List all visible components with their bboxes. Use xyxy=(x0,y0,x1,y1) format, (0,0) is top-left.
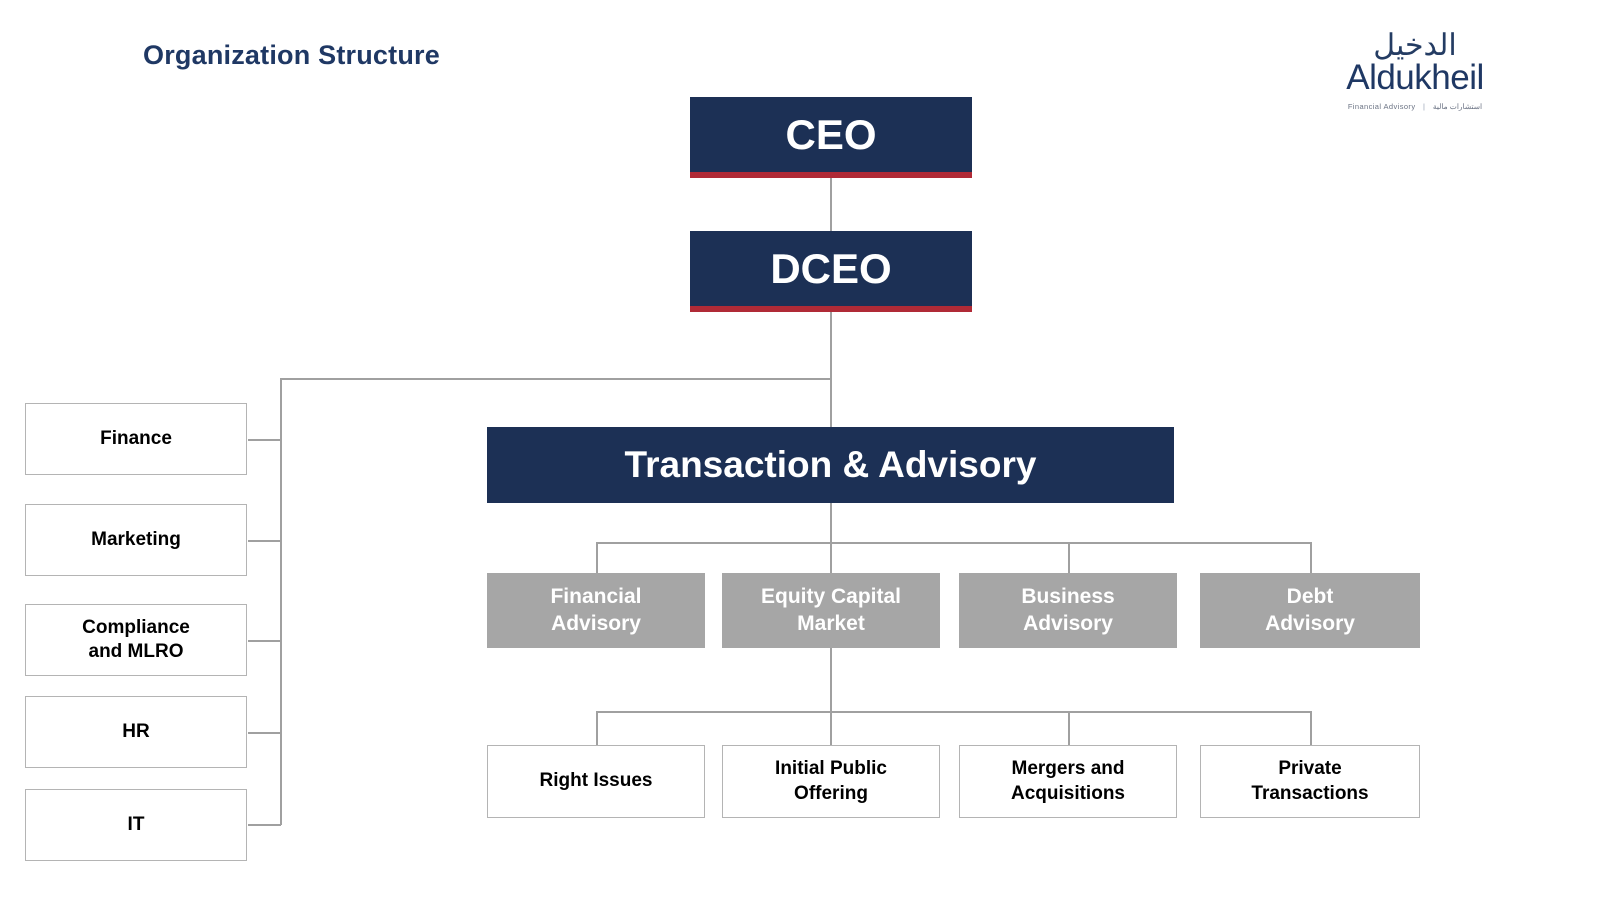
node-financial-advisory-line1: Financial xyxy=(550,584,642,608)
edge-bus-to-mergers-acquisitions xyxy=(1068,711,1070,745)
node-business-advisory-line1: Business xyxy=(1021,584,1115,608)
node-private-transactions[interactable]: Private Transactions xyxy=(1200,745,1420,818)
divisions-horizontal-bus xyxy=(596,542,1311,544)
node-financial-advisory-label: Financial Advisory xyxy=(487,584,705,638)
node-business-advisory[interactable]: Business Advisory xyxy=(959,573,1177,648)
node-finance[interactable]: Finance xyxy=(25,403,247,475)
node-mergers-and-acquisitions[interactable]: Mergers and Acquisitions xyxy=(959,745,1177,818)
node-right-issues-line1: Right Issues xyxy=(539,770,653,792)
node-business-advisory-line2: Advisory xyxy=(1023,611,1113,635)
edge-bus-to-right-issues xyxy=(596,711,598,745)
edge-bus-to-equity-capital-market xyxy=(830,542,832,574)
node-equity-capital-market-line2: Market xyxy=(797,611,865,635)
edge-bus-to-compliance xyxy=(248,640,281,642)
edge-ceo-to-dceo xyxy=(830,178,832,234)
node-marketing[interactable]: Marketing xyxy=(25,504,247,576)
node-dceo-label: DCEO xyxy=(770,244,892,292)
node-compliance-and-mlro[interactable]: Compliance and MLRO xyxy=(25,604,247,676)
node-compliance-and-mlro-label: Compliance and MLRO xyxy=(26,616,246,665)
edge-ta-spine-down xyxy=(830,503,832,543)
node-private-transactions-label: Private Transactions xyxy=(1201,757,1419,806)
node-mergers-and-acquisitions-line1: Mergers and xyxy=(1011,758,1125,780)
node-financial-advisory[interactable]: Financial Advisory xyxy=(487,573,705,648)
node-initial-public-offering-line1: Initial Public xyxy=(775,758,887,780)
node-equity-capital-market-line1: Equity Capital xyxy=(760,584,902,608)
node-debt-advisory-label: Debt Advisory xyxy=(1200,584,1420,638)
logo-tagline-separator: | xyxy=(1422,101,1426,111)
node-right-issues-label: Right Issues xyxy=(488,769,704,793)
edge-bus-to-private-transactions xyxy=(1310,711,1312,745)
edge-bus-to-debt-advisory xyxy=(1310,542,1312,574)
node-private-transactions-line1: Private xyxy=(1278,758,1342,780)
node-hr-label: HR xyxy=(122,720,150,742)
edge-bus-to-hr xyxy=(248,732,281,734)
node-debt-advisory-line1: Debt xyxy=(1286,584,1334,608)
node-initial-public-offering-label: Initial Public Offering xyxy=(723,757,939,806)
edge-dceo-to-support-bus xyxy=(280,378,831,380)
edge-bus-to-finance xyxy=(248,439,281,441)
node-finance-label: Finance xyxy=(100,427,172,449)
node-equity-capital-market[interactable]: Equity Capital Market xyxy=(722,573,940,648)
node-initial-public-offering[interactable]: Initial Public Offering xyxy=(722,745,940,818)
node-transaction-advisory[interactable]: Transaction & Advisory xyxy=(487,427,1174,503)
node-transaction-advisory-label: Transaction & Advisory xyxy=(624,444,1037,485)
edge-bus-to-business-advisory xyxy=(1068,542,1070,574)
logo-latin-text: Aldukheil xyxy=(1346,57,1484,97)
node-debt-advisory-line2: Advisory xyxy=(1265,611,1355,635)
node-ceo[interactable]: CEO xyxy=(690,97,972,178)
node-initial-public-offering-line2: Offering xyxy=(794,782,868,804)
node-marketing-label: Marketing xyxy=(91,528,181,550)
logo-tagline-en: Financial Advisory xyxy=(1347,101,1416,111)
node-it[interactable]: IT xyxy=(25,789,247,861)
edge-bus-to-initial-public-offering xyxy=(830,711,832,745)
edge-bus-to-it xyxy=(248,824,281,826)
edge-ecm-spine-down xyxy=(830,648,832,712)
support-functions-vertical-bus xyxy=(280,378,282,825)
node-mergers-and-acquisitions-label: Mergers and Acquisitions xyxy=(960,757,1176,806)
node-equity-capital-market-label: Equity Capital Market xyxy=(722,584,940,638)
node-private-transactions-line2: Transactions xyxy=(1251,782,1369,804)
node-hr[interactable]: HR xyxy=(25,696,247,768)
node-dceo[interactable]: DCEO xyxy=(690,231,972,312)
node-ceo-label: CEO xyxy=(785,110,877,158)
node-business-advisory-label: Business Advisory xyxy=(959,584,1177,638)
node-financial-advisory-line2: Advisory xyxy=(551,611,641,635)
node-mergers-and-acquisitions-line2: Acquisitions xyxy=(1010,782,1125,804)
edge-bus-to-financial-advisory xyxy=(596,542,598,574)
logo-tagline: Financial Advisory | استشارات مالية xyxy=(1325,102,1505,111)
node-it-label: IT xyxy=(127,813,145,835)
page-title: Organization Structure xyxy=(143,40,440,70)
node-debt-advisory[interactable]: Debt Advisory xyxy=(1200,573,1420,648)
company-logo: الدخيل Aldukheil Financial Advisory | اس… xyxy=(1325,30,1505,111)
node-compliance-and-mlro-line1: Compliance xyxy=(82,616,190,638)
logo-tagline-ar: استشارات مالية xyxy=(1432,101,1483,111)
node-right-issues[interactable]: Right Issues xyxy=(487,745,705,818)
edge-dceo-spine xyxy=(830,312,832,433)
edge-bus-to-marketing xyxy=(248,540,281,542)
services-horizontal-bus xyxy=(596,711,1311,713)
logo-arabic-text: الدخيل xyxy=(1373,29,1457,62)
node-compliance-and-mlro-line2: and MLRO xyxy=(88,641,184,662)
